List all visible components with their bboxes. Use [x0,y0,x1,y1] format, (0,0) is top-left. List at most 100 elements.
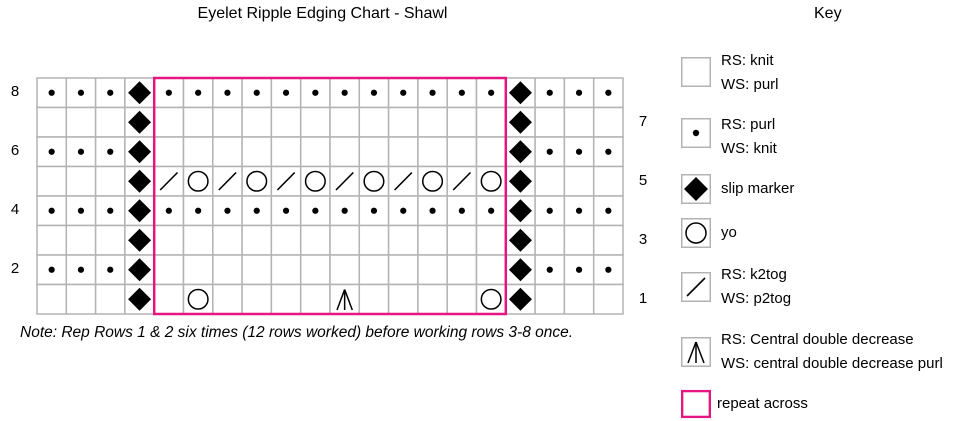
chart-cell-row3-col14 [417,224,448,256]
knit-square-icon [681,57,711,87]
diamond-marker-icon [508,287,532,311]
purl-dot-icon [575,148,583,155]
purl-dot-icon [370,207,378,214]
purl-dot-icon [370,89,378,96]
purl-dot-icon [312,89,319,96]
key-knit-rs: RS: knit [721,52,774,69]
chart-cell-row1-col10 [299,283,331,315]
chart-cell-row7-col10 [299,106,331,138]
diamond-marker-icon [128,81,152,105]
chart-cell-row1-col7 [212,283,243,315]
purl-dot-icon [458,207,465,214]
repeat-box-icon [681,389,711,419]
chart-note: Note: Rep Rows 1 & 2 six times (12 rows … [20,324,574,341]
chart-cell-row3-col8 [241,224,273,256]
chart-cell-row7-col6 [182,106,214,138]
diamond-marker-icon [508,228,532,252]
purl-dot-icon [429,207,436,214]
purl-dot-icon [575,89,583,96]
chart-cell-row6-col15 [446,136,478,168]
chart-cell-row3-col15 [446,224,478,256]
chart-cell-row7-col8 [241,106,273,138]
chart-cell-row6-col20 [592,136,624,168]
chart-cell-row3-col6 [182,224,214,256]
chart-cell-row6-col11 [329,136,361,168]
diamond-marker-icon [128,140,152,164]
purl-dot-icon [458,89,465,96]
purl-dot-icon [107,148,114,155]
diamond-marker-icon [128,199,152,223]
purl-dot-icon [77,89,85,96]
chart-cell-row1-col15 [446,283,478,315]
yo-circle-icon [304,170,326,192]
yo-circle-icon [480,170,502,192]
purl-dot-icon [77,207,85,214]
key-purl-ws: WS: knit [721,140,777,157]
key-yo-label: yo [721,224,737,241]
key-cdd-rs: RS: Central double decrease [721,331,914,348]
key-item-knit: RS: knit WS: purl [681,52,976,99]
row-number-3: 3 [638,231,648,248]
central-double-decrease-icon [681,337,711,367]
purl-dot-icon [107,266,114,273]
purl-dot-icon [605,148,612,155]
chart-cell-row1-col14 [417,283,448,315]
chart-cell-row3-col2 [65,224,97,256]
purl-dot-icon [195,207,202,214]
chart-cell-row2-col7 [212,254,243,286]
purl-dot-icon [224,207,231,214]
chart-cell-row2-col12 [358,254,390,286]
purl-dot-icon [546,89,553,96]
yo-circle-icon [246,170,268,192]
key-cdd-ws: WS: central double decrease purl [721,355,943,372]
key-k2tog-rs: RS: k2tog [721,266,787,283]
k2tog-slash-icon [452,171,472,191]
chart-cell-row7-col2 [65,106,97,138]
chart-cell-row5-col3 [94,165,126,197]
chart-cell-row6-col16 [475,136,507,168]
chart-cell-row1-col5 [153,283,185,315]
purl-dot-icon [77,148,85,155]
chart-cell-row3-col20 [592,224,624,256]
diamond-marker-icon [128,169,152,193]
chart-cell-row2-col8 [241,254,273,286]
chart-cell-row7-col11 [329,106,361,138]
chart-cell-row5-col18 [534,165,566,197]
key-item-k2tog: RS: k2tog WS: p2tog [681,266,976,314]
chart-cell-row6-col7 [212,136,243,168]
diamond-marker-icon [128,258,152,282]
chart-cell-row5-col1 [36,165,68,197]
purl-dot-icon [77,266,85,273]
k2tog-slash-icon [394,171,413,191]
purl-dot-icon [48,89,55,96]
purl-dot-icon [312,207,319,214]
chart-cell-row2-col9 [270,254,302,286]
chart-cell-row7-col13 [387,106,419,138]
chart-cell-row3-col11 [329,224,361,256]
diamond-marker-icon [508,169,532,193]
row-number-1: 1 [638,290,648,307]
chart-cell-row7-col5 [153,106,185,138]
purl-dot-icon [546,148,553,155]
row-number-7: 7 [638,113,648,130]
k2tog-slash-icon [681,272,711,302]
purl-dot-icon [253,207,260,214]
purl-dot-icon [107,207,114,214]
chart-cell-row3-col5 [153,224,185,256]
purl-dot-icon [165,207,172,214]
chart-cell-row5-col19 [563,165,595,197]
purl-dot-icon [546,207,553,214]
row-number-6: 6 [10,142,20,159]
chart-cell-row2-col15 [446,254,478,286]
purl-dot-icon [605,266,612,273]
purl-dot-icon [48,266,55,273]
yo-circle-icon [681,218,711,248]
chart-cell-row7-col3 [94,106,126,138]
purl-dot-icon [400,89,407,96]
row-number-2: 2 [10,260,20,277]
diamond-marker-icon [128,110,152,134]
yo-circle-icon [363,170,385,192]
purl-dot-icon [282,89,290,96]
purl-dot-icon [282,207,290,214]
key-repeat-label: repeat across [717,395,808,412]
